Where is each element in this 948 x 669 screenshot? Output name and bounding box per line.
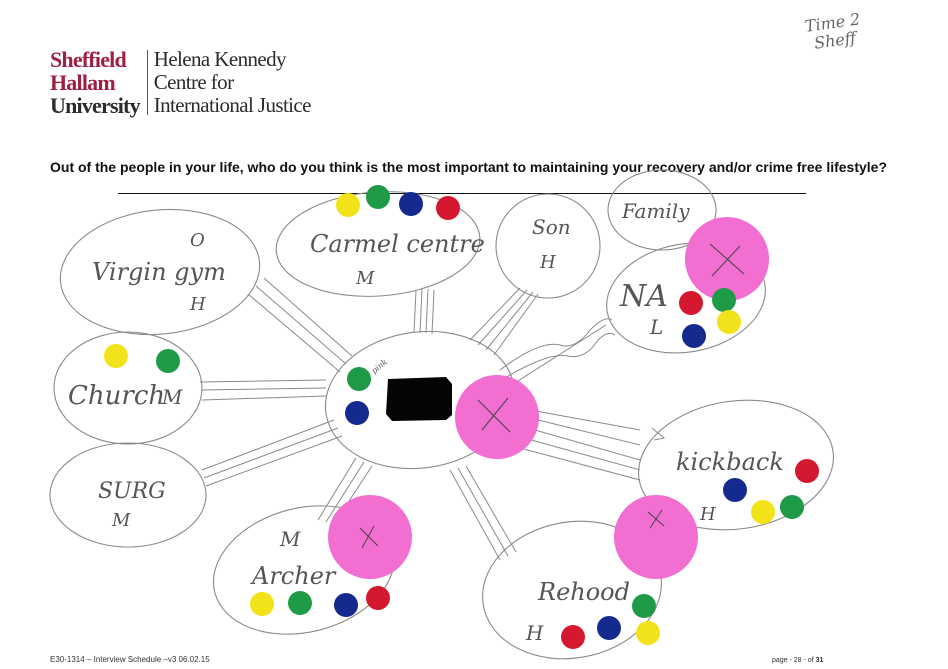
archer-mark: M xyxy=(279,527,301,551)
redaction-block xyxy=(386,377,452,421)
dot-green xyxy=(632,594,656,618)
centre-line-3: International Justice xyxy=(153,93,312,117)
church-bubble xyxy=(53,331,203,445)
church-label: Church xyxy=(68,381,165,411)
phoenix-mark: H xyxy=(525,621,544,645)
phoenix-label: Rehood xyxy=(537,578,630,606)
kickback-mark: H xyxy=(699,504,716,525)
footer-page-number: page - 28 - of 31 xyxy=(772,657,823,664)
surg-bubble xyxy=(49,442,207,548)
page-prefix: page - 28 - of xyxy=(772,657,816,664)
dot-red xyxy=(679,291,703,315)
virgin-top-mark: O xyxy=(190,230,205,251)
church-mark: M xyxy=(161,385,183,409)
carmel-label: Carmel centre xyxy=(310,230,485,258)
dot-green xyxy=(156,349,180,373)
university-name: Sheffield Hallam University xyxy=(50,48,147,117)
kickback-label: kickback xyxy=(676,448,784,476)
dot-blue xyxy=(682,324,706,348)
answer-line xyxy=(118,193,806,194)
archer-label: Archer xyxy=(250,562,337,590)
dot-green xyxy=(366,185,390,209)
dot-green xyxy=(288,591,312,615)
logo-divider xyxy=(146,50,148,115)
dot-blue xyxy=(399,192,423,216)
university-logo: Sheffield Hallam University Helena Kenne… xyxy=(50,47,312,118)
na-mark: L xyxy=(649,315,663,339)
dot-yellow xyxy=(751,500,775,524)
virgin-mark: H xyxy=(189,294,206,315)
dot-red xyxy=(561,625,585,649)
footer-document-id: E30-1314 – Interview Schedule –v3 06.02.… xyxy=(50,655,210,664)
kickback-bubble xyxy=(637,399,835,531)
surg-label: SURG xyxy=(98,479,166,504)
dot-yellow xyxy=(717,310,741,334)
family-bubble xyxy=(607,169,717,251)
dot-yellow xyxy=(636,621,660,645)
question-text: Out of the people in your life, who do y… xyxy=(50,159,888,175)
dot-blue xyxy=(334,593,358,617)
page-total: 31 xyxy=(815,657,824,664)
dot-green xyxy=(712,288,736,312)
dot-green xyxy=(347,367,371,391)
family-label: Family xyxy=(621,199,690,223)
hub-small-label: pink xyxy=(370,357,389,375)
dot-yellow xyxy=(104,344,128,368)
surg-mark: M xyxy=(111,510,131,531)
logo-line-2: Hallam xyxy=(50,70,116,95)
dot-yellow xyxy=(336,193,360,217)
son-mark: H xyxy=(539,252,556,273)
dot-red xyxy=(366,586,390,610)
dot-red xyxy=(436,196,460,220)
son-bubble xyxy=(495,193,601,299)
logo-line-3: University xyxy=(50,93,141,118)
dot-blue xyxy=(597,616,621,640)
pink-sticker-kickback xyxy=(614,495,698,579)
dot-blue xyxy=(345,401,369,425)
connector-lines xyxy=(199,277,666,561)
pink-sticker-archer xyxy=(328,495,412,579)
sticker-crosses xyxy=(359,243,745,549)
centre-line-2: Centre for xyxy=(153,70,234,94)
dot-yellow xyxy=(250,592,274,616)
dot-stickers xyxy=(104,185,819,649)
carmel-mark: M xyxy=(355,268,375,289)
pink-sticker-hub xyxy=(455,375,539,459)
dot-blue xyxy=(723,478,747,502)
na-label: NA xyxy=(619,279,668,314)
na-bubble xyxy=(606,242,766,354)
dot-green xyxy=(780,495,804,519)
dot-red xyxy=(795,459,819,483)
virgin-bubble xyxy=(59,208,261,336)
virgin-label: Virgin gym xyxy=(92,258,226,286)
centre-line-1: Helena Kennedy xyxy=(153,47,287,71)
logo-line-1: Sheffield xyxy=(50,47,127,72)
centre-name: Helena Kennedy Centre for International … xyxy=(148,47,312,117)
son-label: Son xyxy=(532,215,571,239)
